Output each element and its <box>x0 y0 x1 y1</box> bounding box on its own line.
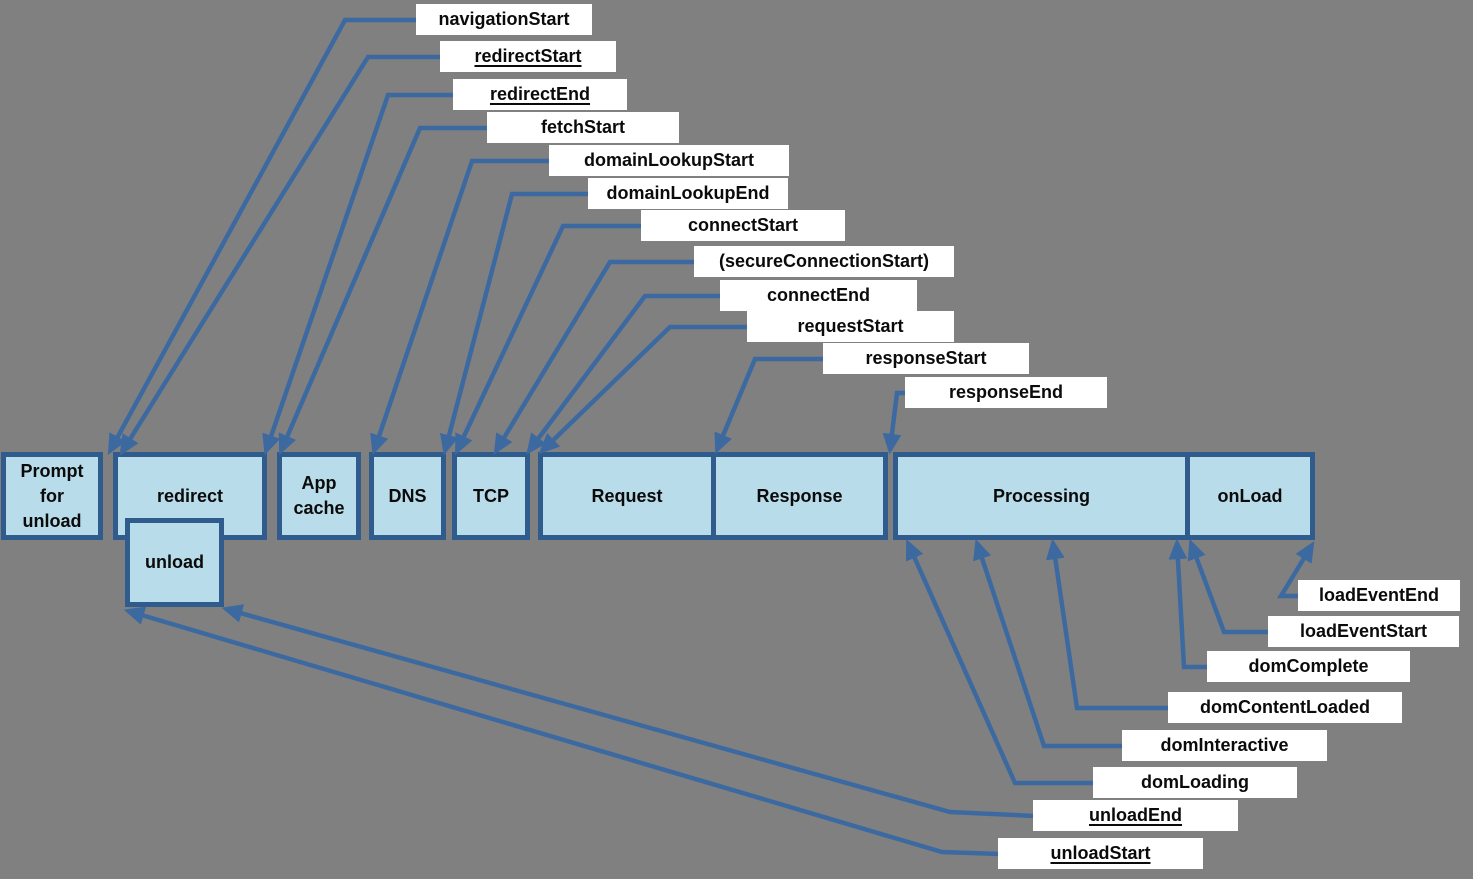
event-label-requestStart: requestStart <box>747 311 954 342</box>
event-label-domInteractive: domInteractive <box>1122 730 1327 761</box>
event-label-unloadEnd: unloadEnd <box>1033 800 1238 831</box>
phase-box-prompt-for-unload: Prompt for unload <box>1 452 103 540</box>
phase-box-request: Request <box>538 452 716 540</box>
event-label-secureConnectionStart: (secureConnectionStart) <box>694 246 954 277</box>
event-label-navigationStart: navigationStart <box>416 4 592 35</box>
event-label-responseEnd: responseEnd <box>905 377 1107 408</box>
event-label-redirectStart: redirectStart <box>440 41 616 72</box>
event-label-domComplete: domComplete <box>1207 651 1410 682</box>
phase-box-dns: DNS <box>369 452 446 540</box>
phase-box-response: Response <box>711 452 888 540</box>
event-label-connectEnd: connectEnd <box>720 280 917 311</box>
event-label-loadEventStart: loadEventStart <box>1268 616 1459 647</box>
event-label-unloadStart: unloadStart <box>998 838 1203 869</box>
event-label-loadEventEnd: loadEventEnd <box>1298 580 1460 611</box>
phase-box-tcp: TCP <box>452 452 530 540</box>
event-label-fetchStart: fetchStart <box>487 112 679 143</box>
event-label-domLoading: domLoading <box>1093 767 1297 798</box>
event-label-connectStart: connectStart <box>641 210 845 241</box>
event-label-domainLookupEnd: domainLookupEnd <box>588 178 788 209</box>
event-label-domContentLoaded: domContentLoaded <box>1168 692 1402 723</box>
event-label-redirectEnd: redirectEnd <box>453 79 627 110</box>
event-label-domainLookupStart: domainLookupStart <box>549 145 789 176</box>
phase-box-app-cache: App cache <box>277 452 361 540</box>
phase-box-unload: unload <box>125 518 224 607</box>
phase-box-processing: Processing <box>893 452 1190 540</box>
phase-box-onload: onLoad <box>1185 452 1315 540</box>
event-label-responseStart: responseStart <box>823 343 1029 374</box>
